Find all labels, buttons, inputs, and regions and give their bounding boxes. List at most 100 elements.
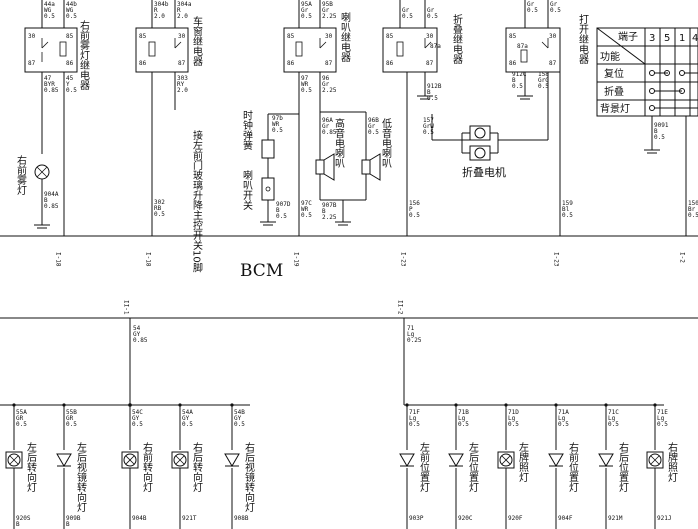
low-horn-label: 低音电喇叭 (380, 117, 392, 168)
connector-label: II-2 (397, 300, 404, 315)
relay-label: 右前雾灯继电器 (78, 19, 90, 91)
wire-code: 156 (409, 200, 420, 207)
wire-code: 907D (276, 201, 291, 208)
wire-code: 71 (407, 325, 415, 332)
led-icon (448, 453, 464, 467)
lamp-label: 右牌照灯 (666, 441, 678, 483)
wire-code: 904A (44, 191, 59, 198)
wire-code: 304a (177, 1, 192, 8)
lamp-label: 右后视镜转向灯 (243, 441, 255, 513)
connector-label: I-18 (145, 252, 152, 267)
wire-code: 907B (322, 202, 337, 209)
pin: 30 (549, 33, 557, 40)
lamp-label: 左后位置灯 (467, 441, 479, 493)
relay-label: 车窗继电器 (191, 15, 203, 67)
led-icon (224, 453, 240, 467)
high-horn-label: 高音电喇叭 (333, 117, 345, 168)
lamp-label: 左后视镜转向灯 (75, 441, 87, 513)
connector-label: I-2 (679, 252, 686, 263)
horn-switch-label: 喇叭开关 (241, 170, 253, 211)
wire-code: 96B (368, 117, 379, 124)
relay-box (24, 27, 78, 73)
ground-label: 921J (657, 515, 671, 522)
fog-lamp-label: 右前雾灯 (15, 154, 27, 196)
connector-label: I-23 (553, 252, 560, 267)
pin: 86 (386, 60, 394, 67)
ground-label: 904F (558, 515, 573, 522)
table-header: 端子 (618, 30, 638, 43)
lamp-label: 右后转向灯 (191, 441, 203, 493)
relay-label: 折叠继电器 (451, 13, 463, 65)
ground-label: 908B (234, 515, 249, 522)
wire-code: 158 (538, 71, 549, 78)
relay-label: 喇叭继电器 (339, 12, 351, 63)
lamp-label: 左前位置灯 (418, 441, 430, 493)
lamp-label: 右后位置灯 (617, 441, 629, 493)
ground-label: 920C (458, 515, 473, 522)
ground-label: 921M (608, 515, 623, 522)
pin: 87 (325, 60, 333, 67)
led-icon (598, 453, 614, 467)
pin: 85 (386, 33, 394, 40)
low-horn-icon (361, 159, 371, 175)
pin: 86 (287, 60, 295, 67)
pin: 87 (178, 60, 186, 67)
table-header: 5 (664, 33, 670, 44)
high-horn-icon (315, 159, 325, 175)
table-header: 功能 (600, 50, 620, 63)
connector-label: I-23 (400, 252, 407, 267)
pin: 85 (66, 33, 74, 40)
wire-code: 97 (301, 75, 309, 82)
lamp-label: 右前转向灯 (141, 441, 153, 493)
relay-box (382, 27, 438, 73)
wire-code: 96A (322, 117, 333, 124)
wire-code: 304b (154, 1, 169, 8)
pin: 87 (549, 60, 557, 67)
connector-labels: I-18 I-18 I-19 I-23 I-23 I-2 II-1 II-2 (55, 252, 686, 315)
bcm-label: BCM (240, 261, 283, 281)
wire-code: 95A (301, 1, 312, 8)
wire-code: 157 (423, 117, 434, 124)
